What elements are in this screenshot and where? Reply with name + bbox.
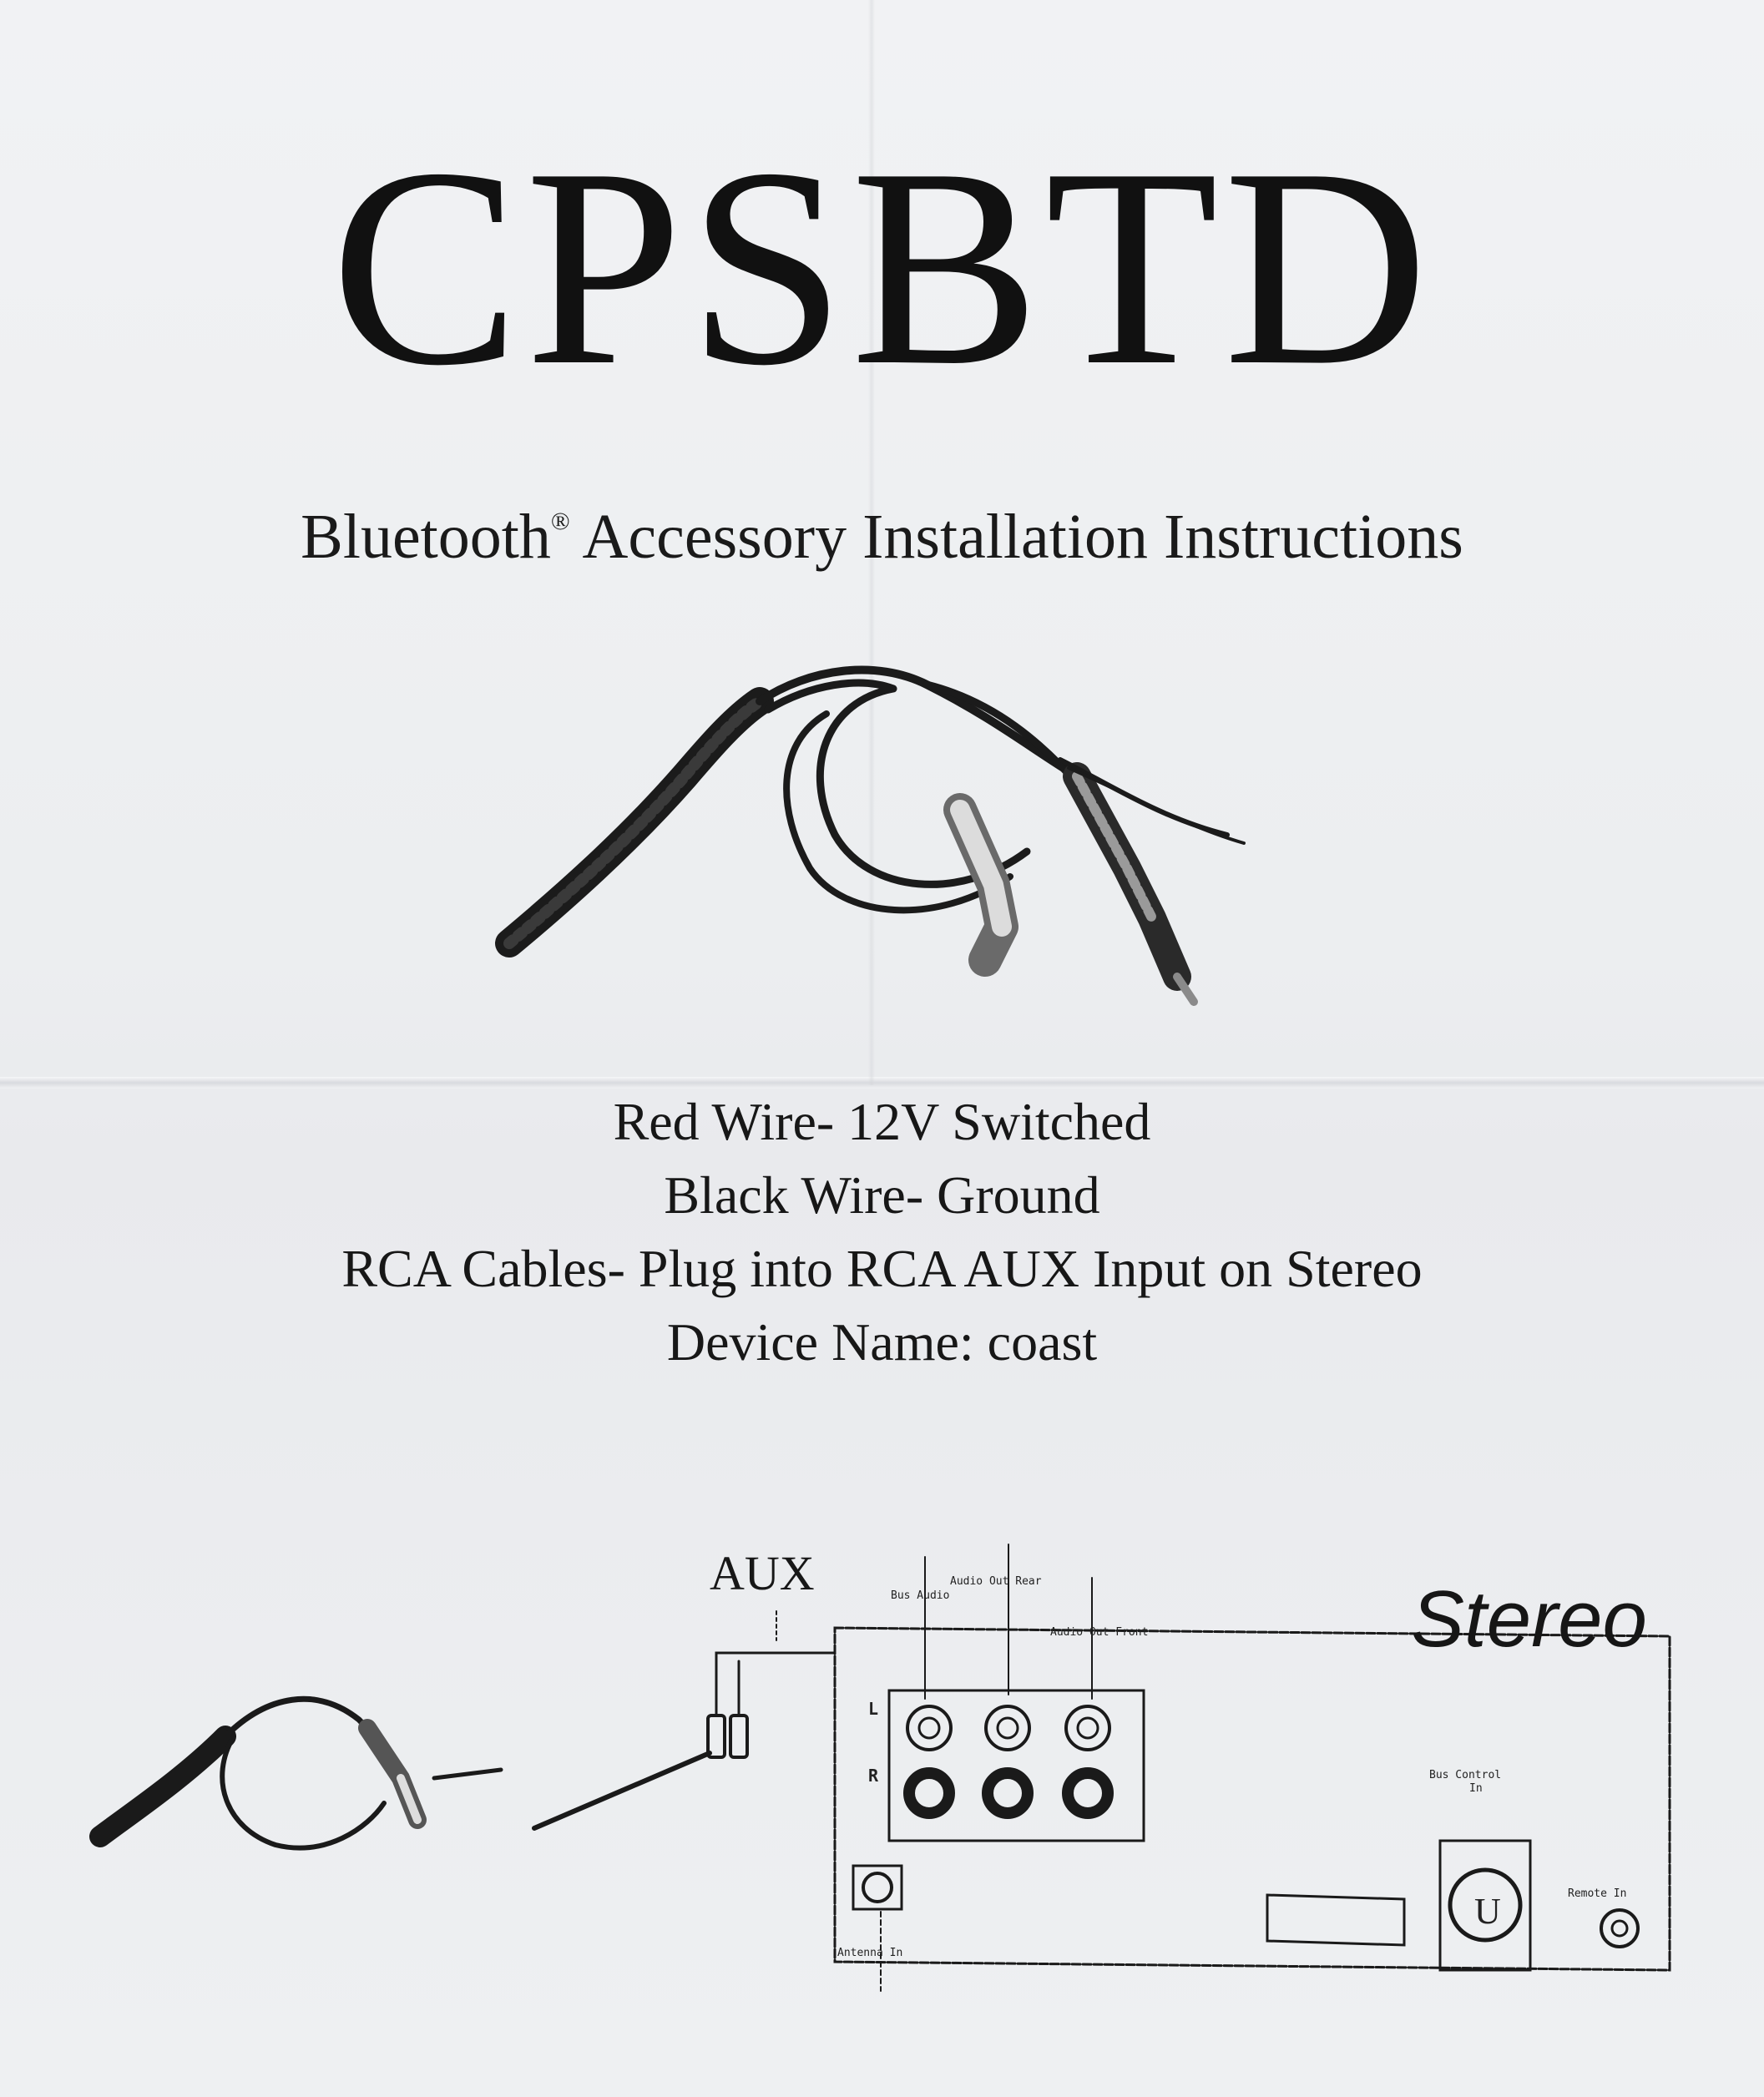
subtitle-bluetooth: Bluetooth bbox=[301, 502, 551, 572]
antenna-in-label: Antenna In bbox=[837, 1947, 903, 1959]
audio-out-front-label: Audio Out Front bbox=[1050, 1626, 1149, 1639]
bus-control-in-label-2: In bbox=[1469, 1782, 1483, 1795]
bus-control-in-label: Bus Control bbox=[1429, 1769, 1502, 1781]
document-title: CPSBTD bbox=[331, 109, 1433, 424]
spec-red-wire: Red Wire- 12V Switched bbox=[613, 1092, 1151, 1151]
paper-fold-vertical bbox=[868, 0, 875, 1085]
wiring-diagram bbox=[89, 1544, 1671, 1992]
stereo-label: Stereo bbox=[1411, 1574, 1647, 1664]
spec-rca-cables: RCA Cables- Plug into RCA AUX Input on S… bbox=[341, 1239, 1423, 1298]
spec-device-name: Device Name: coast bbox=[666, 1312, 1098, 1372]
remote-in-label: Remote In bbox=[1568, 1887, 1627, 1900]
bluetooth-cable-image bbox=[495, 665, 1246, 1006]
left-channel-label: L bbox=[868, 1699, 879, 1719]
document-subtitle: Bluetooth® Accessory Installation Instru… bbox=[0, 484, 1764, 574]
right-channel-label: R bbox=[868, 1766, 879, 1786]
subtitle-rest: Accessory Installation Instructions bbox=[569, 502, 1463, 572]
wiring-spec-list: Red Wire- 12V Switched Black Wire- Groun… bbox=[0, 1085, 1764, 1379]
paper-fold-horizontal bbox=[0, 1077, 1764, 1089]
audio-out-rear-label: Audio Out Rear bbox=[950, 1575, 1042, 1588]
bus-audio-label: Bus Audio bbox=[891, 1589, 950, 1602]
u-symbol: U bbox=[1474, 1891, 1501, 1932]
registered-mark: ® bbox=[550, 508, 570, 535]
spec-black-wire: Black Wire- Ground bbox=[664, 1165, 1100, 1225]
aux-label: AUX bbox=[710, 1546, 815, 1600]
